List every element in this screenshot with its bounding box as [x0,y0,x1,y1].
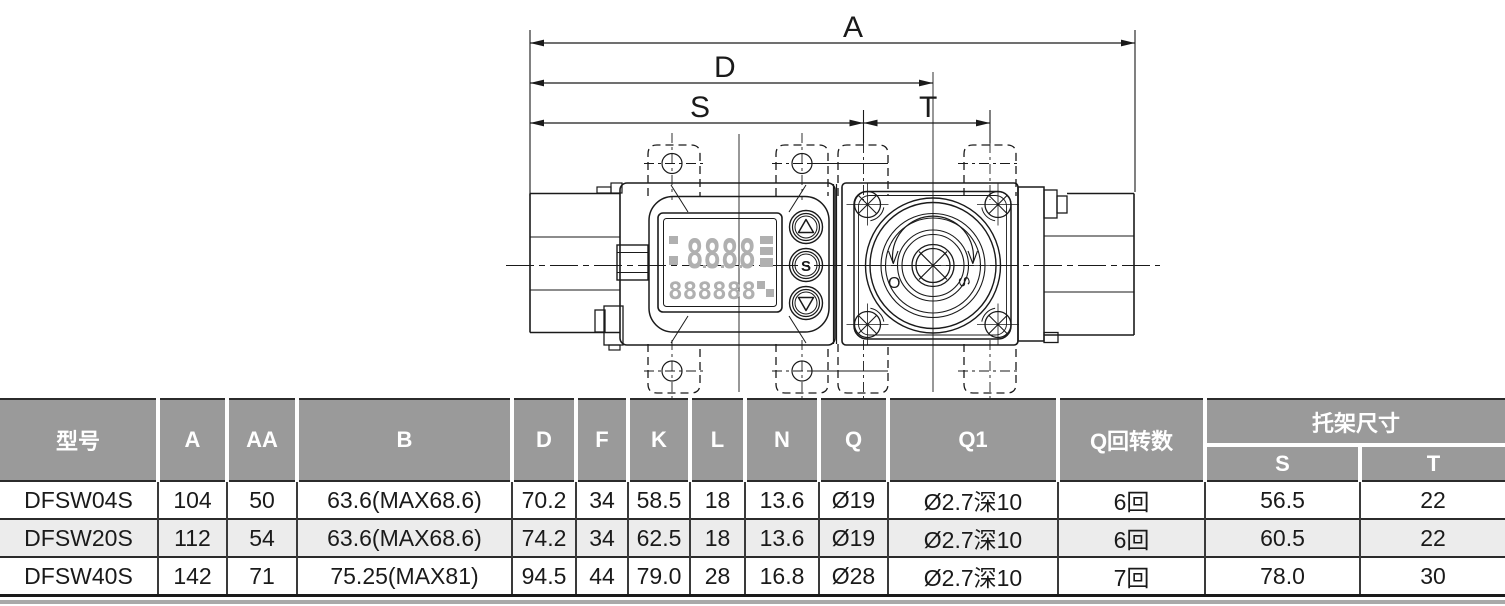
button-up [788,209,824,245]
col-header-bracket-t: T [1360,445,1505,481]
col-header-model: 型号 [0,399,160,481]
table-row-dfsw04s: DFSW04S 104 50 63.6(MAX68.6) 70.2 34 58.… [0,480,1505,519]
page-bottom-rule [0,600,1505,604]
table-row-dfsw40s: DFSW40S 142 71 75.25(MAX81) 94.5 44 79.0… [0,556,1505,596]
dimension-d: D [530,51,933,87]
rotation-arrow-arc [891,215,975,264]
spec-table-section: 型号 A AA B D F K L N Q Q1 Q回转数 托架尺寸 S T [0,398,1505,597]
dimension-drawing: A D S [506,11,1160,400]
cell-model: DFSW40S [0,556,159,596]
side-port [616,244,649,281]
col-header-q1: Q1 [888,399,1060,481]
col-header-bracket-s: S [1205,445,1362,481]
dim-label-t: T [919,91,937,124]
dimension-a: A [530,11,1135,47]
col-header-q-turns: Q回转数 [1058,399,1207,481]
cell-model: DFSW20S [0,518,159,557]
open-arrowhead [887,250,899,265]
lcd-display: 8888 888888 [657,212,783,313]
lcd-indicator-square [669,236,678,244]
table-row-dfsw20s: DFSW20S 112 54 63.6(MAX68.6) 74.2 34 62.… [0,518,1505,557]
shut-arrowhead [967,250,979,265]
col-header-f: F [576,399,630,481]
dim-label-s: S [690,91,710,124]
dim-label-a: A [843,11,863,44]
set-button-label: S [801,258,811,275]
lcd-main-digits: 8888 [686,232,756,278]
right-flange [1017,186,1045,342]
col-header-l: L [690,399,747,481]
col-header-b: B [297,399,514,481]
col-header-q: Q [819,399,890,481]
triangle-down-icon [797,296,815,312]
sub-header-row: S T [0,445,1505,481]
col-header-k: K [628,399,692,481]
lcd-sub-digits: 888888 [668,277,756,305]
flow-switch-drawing: A D S [506,11,1160,400]
col-header-d: D [512,399,578,481]
top-right-stub [1043,189,1058,219]
button-set: S [788,247,824,283]
button-down [788,285,824,321]
col-header-a: A [158,399,229,481]
triangle-up-icon [797,218,815,234]
bracket-holes [661,152,888,382]
cell-model: DFSW04S [0,480,159,519]
bracket-tabs [647,144,1017,394]
header-row: 型号 A AA B D F K L N Q Q1 Q回转数 托架尺寸 [0,399,1505,481]
valve-unit [841,182,1019,346]
valve-shut-label: S [954,275,973,289]
dimension-s: S [530,91,864,127]
col-header-bracket-size: 托架尺寸 [1205,399,1505,447]
extension-lines [529,30,1136,196]
valve-dial: O S [864,197,1002,334]
dimension-t: T [863,91,990,127]
col-header-n: N [745,399,821,481]
valve-open-label: O [888,275,900,292]
lcd-bar-graph [760,236,773,244]
spec-table: 型号 A AA B D F K L N Q Q1 Q回转数 托架尺寸 S T [0,398,1505,597]
left-pipe [529,182,649,351]
col-header-aa: AA [227,399,299,481]
dim-label-d: D [714,51,736,84]
display-unit [619,182,838,346]
corner-screws [846,183,1019,346]
right-pipe [1017,186,1135,344]
cable-connector [594,309,606,333]
top-left-nub [596,186,612,194]
